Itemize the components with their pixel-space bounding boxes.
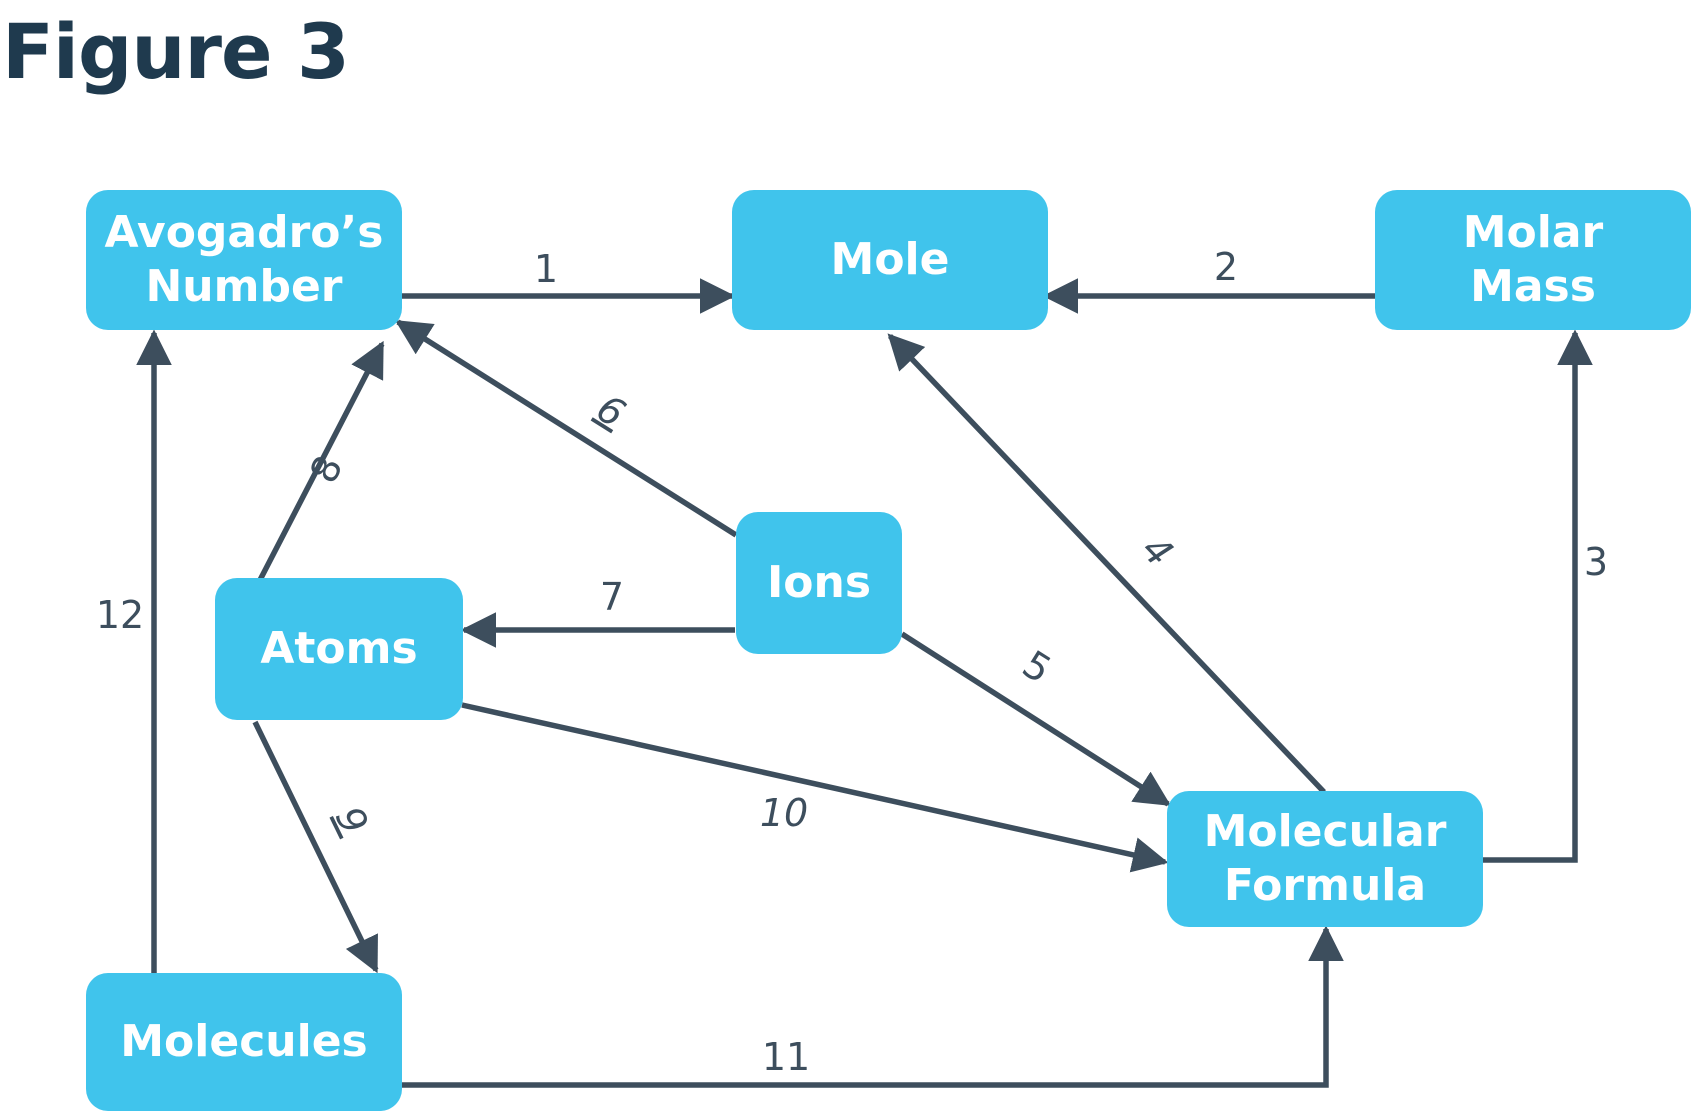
node-ions: Ions xyxy=(736,512,902,654)
edge-11-arrow xyxy=(402,925,1344,1088)
edge-4-arrow xyxy=(887,333,1326,794)
edge-3-arrow xyxy=(1482,329,1593,863)
edge-6-label: 6 xyxy=(589,386,633,436)
node-mole: Mole xyxy=(732,190,1048,330)
edge-1-label: 1 xyxy=(534,247,558,291)
edge-7-label: 7 xyxy=(600,575,624,619)
node-avogadros-number: Avogadro’s Number xyxy=(86,190,402,330)
node-atoms: Atoms xyxy=(215,578,463,720)
figure-title: Figure 3 xyxy=(2,7,350,96)
edge-9-arrow xyxy=(252,720,379,974)
node-molecules: Molecules xyxy=(86,973,402,1111)
edge-2-label: 2 xyxy=(1214,245,1238,289)
edge-3-label: 3 xyxy=(1584,540,1608,584)
edge-10-arrow xyxy=(461,702,1169,873)
node-molar-mass: Molar Mass xyxy=(1375,190,1691,330)
edge-6-arrow xyxy=(394,319,738,538)
edge-8-arrow xyxy=(257,340,385,582)
edge-11-label: 11 xyxy=(762,1035,810,1079)
node-molecular-formula: Molecular Formula xyxy=(1167,791,1483,927)
edge-9-label: 9 xyxy=(327,800,377,841)
edge-4-label: 4 xyxy=(1133,527,1181,575)
edge-12-label: 12 xyxy=(96,593,144,637)
edge-10-label: 10 xyxy=(760,791,808,835)
edge-5-label: 5 xyxy=(1015,642,1059,692)
edge-5-arrow xyxy=(900,631,1172,807)
